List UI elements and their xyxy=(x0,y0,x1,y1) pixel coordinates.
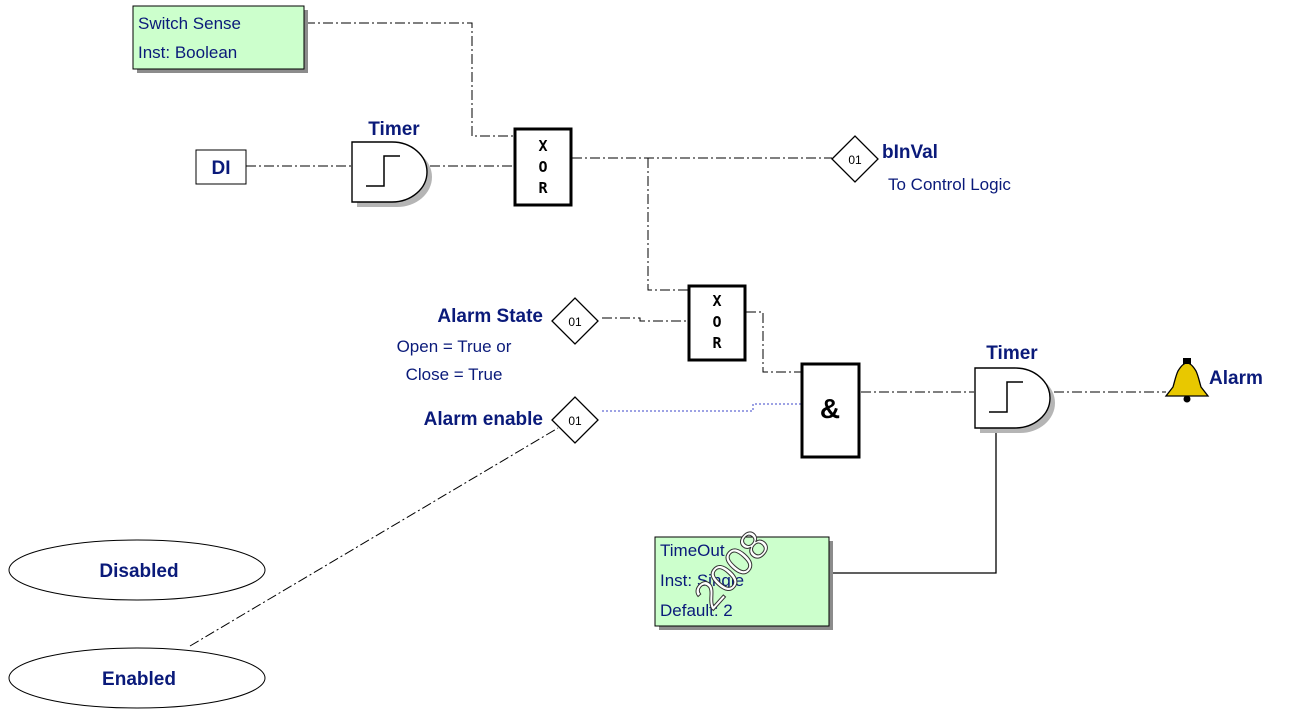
binval-diamond-icon xyxy=(831,135,879,183)
binval-sublabel: To Control Logic xyxy=(888,175,1011,194)
alarm-state-badge: 01 xyxy=(568,315,582,329)
alarm-state-input[interactable]: Alarm State Open = True or Close = True … xyxy=(397,297,599,384)
wire-switch-to-xor1 xyxy=(305,22,513,137)
step-icon xyxy=(989,381,1023,413)
and-symbol: & xyxy=(820,393,840,424)
and-gate[interactable]: & xyxy=(800,362,861,459)
switch-sense-inst: Inst: Boolean xyxy=(138,43,237,62)
di-label: DI xyxy=(212,158,231,179)
binval-output[interactable]: 01 bInVal To Control Logic xyxy=(831,135,1011,194)
option-disabled[interactable]: Disabled xyxy=(8,539,266,601)
option-disabled-label: Disabled xyxy=(99,561,178,582)
xor2-letter-r: R xyxy=(712,334,722,352)
xor2-letter-o: O xyxy=(712,313,721,331)
xor-gate-2[interactable]: X O R xyxy=(687,284,747,362)
di-input[interactable]: DI xyxy=(195,149,247,185)
alarm-enable-label: Alarm enable xyxy=(424,409,543,430)
bell-icon xyxy=(1164,358,1210,403)
alarm-state-line1: Open = True or xyxy=(397,337,512,356)
timeout-name: TimeOut xyxy=(660,541,725,560)
timer-2-title: Timer xyxy=(986,343,1038,364)
alarm-state-line2: Close = True xyxy=(406,365,503,384)
binval-label: bInVal xyxy=(882,142,938,163)
alarm-state-diamond-icon xyxy=(551,297,599,345)
option-enabled[interactable]: Enabled xyxy=(8,647,266,709)
wire-enable-to-and xyxy=(602,403,801,412)
timer-1-title: Timer xyxy=(368,119,420,140)
wire-xor1-to-xor2 xyxy=(647,158,688,291)
alarm-enable-badge: 01 xyxy=(568,414,582,428)
alarm-enable-input[interactable]: Alarm enable 01 xyxy=(424,396,599,444)
alarm-output[interactable]: Alarm xyxy=(1164,358,1263,403)
xor2-letter-x: X xyxy=(712,292,721,310)
wire-alarmstate-to-xor2 xyxy=(602,317,688,322)
switch-sense-box[interactable]: Switch Sense Inst: Boolean xyxy=(132,5,308,73)
wire-timeout-to-timer2 xyxy=(832,428,997,574)
option-enabled-label: Enabled xyxy=(102,669,176,690)
step-icon xyxy=(366,155,400,187)
wire-enabled-to-enable xyxy=(189,427,559,647)
timer-2[interactable]: Timer xyxy=(974,343,1055,433)
switch-sense-name: Switch Sense xyxy=(138,14,241,33)
timeout-inst: Inst: Single xyxy=(660,571,744,590)
timeout-box[interactable]: TimeOut Inst: Single Default: 2 xyxy=(654,536,833,630)
wires xyxy=(189,22,1166,647)
xor1-letter-o: O xyxy=(538,158,547,176)
timeout-default: Default: 2 xyxy=(660,601,733,620)
xor1-letter-r: R xyxy=(538,179,548,197)
alarm-enable-diamond-icon xyxy=(551,396,599,444)
xor-gate-1[interactable]: X O R xyxy=(513,127,573,207)
alarm-state-label: Alarm State xyxy=(437,306,543,327)
alarm-label: Alarm xyxy=(1209,368,1263,389)
wire-xor2-to-and xyxy=(746,311,801,373)
xor1-letter-x: X xyxy=(538,137,547,155)
timer-1[interactable]: Timer xyxy=(351,119,432,207)
binval-badge: 01 xyxy=(848,153,862,167)
